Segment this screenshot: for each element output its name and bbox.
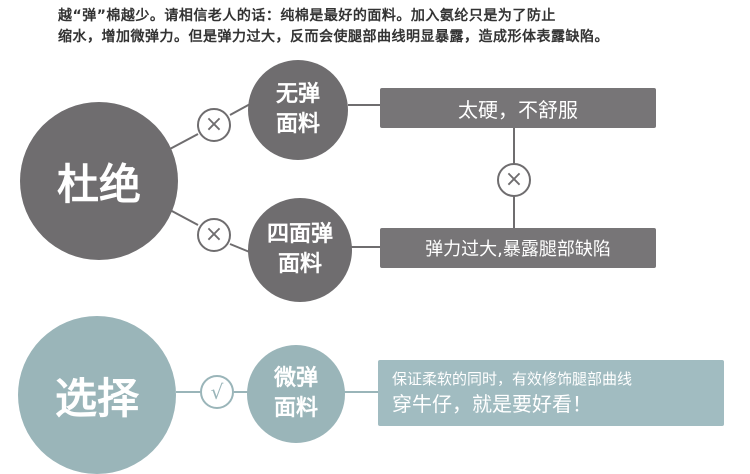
choose-label: 选择 (54, 373, 139, 423)
avoid-label: 杜绝 (56, 159, 141, 209)
no-stretch-fabric-circle: 无弹 面料 (248, 60, 348, 160)
four-way-stretch-line-1: 四面弹 (266, 222, 333, 247)
result-box-too-stretchy: 弹力过大,暴露腿部缺陷 (380, 228, 656, 268)
cross-mark-icon-1: × (197, 108, 231, 142)
result-box-too-hard: 太硬，不舒服 (380, 88, 656, 128)
cross-mark-icon-3: × (497, 163, 531, 197)
micro-stretch-line-1: 微弹 (273, 366, 318, 391)
no-stretch-line-1: 无弹 (275, 82, 320, 107)
intro-line-2: 缩水，增加微弹力。但是弹力过大，反而会使腿部曲线明显暴露，造成形体表露缺陷。 (58, 29, 609, 45)
cross-mark-icon-2: × (197, 218, 231, 252)
micro-stretch-line-2: 面料 (273, 396, 318, 421)
avoid-circle: 杜绝 (20, 102, 178, 260)
result-too-hard-text: 太硬，不舒服 (458, 97, 578, 122)
four-way-stretch-line-2: 面料 (277, 252, 322, 277)
intro-text: 越“弹”棉越少。请相信老人的话：纯棉是最好的面料。加入氨纶只是为了防止 缩水，增… (58, 6, 698, 48)
no-stretch-line-2: 面料 (275, 112, 320, 137)
micro-stretch-fabric-circle: 微弹 面料 (247, 345, 345, 443)
four-way-stretch-fabric-circle: 四面弹 面料 (248, 198, 352, 302)
choose-circle: 选择 (18, 316, 176, 474)
result-box-recommended: 保证柔软的同时，有效修饰腿部曲线 穿牛仔，就是要好看！ (378, 360, 724, 426)
recommended-line-1: 保证柔软的同时，有效修饰腿部曲线 (392, 370, 633, 388)
intro-line-1: 越“弹”棉越少。请相信老人的话：纯棉是最好的面料。加入氨纶只是为了防止 (58, 8, 556, 24)
result-too-stretchy-text: 弹力过大,暴露腿部缺陷 (425, 239, 611, 260)
check-mark-icon: √ (200, 375, 234, 409)
recommended-line-2: 穿牛仔，就是要好看！ (392, 392, 592, 416)
